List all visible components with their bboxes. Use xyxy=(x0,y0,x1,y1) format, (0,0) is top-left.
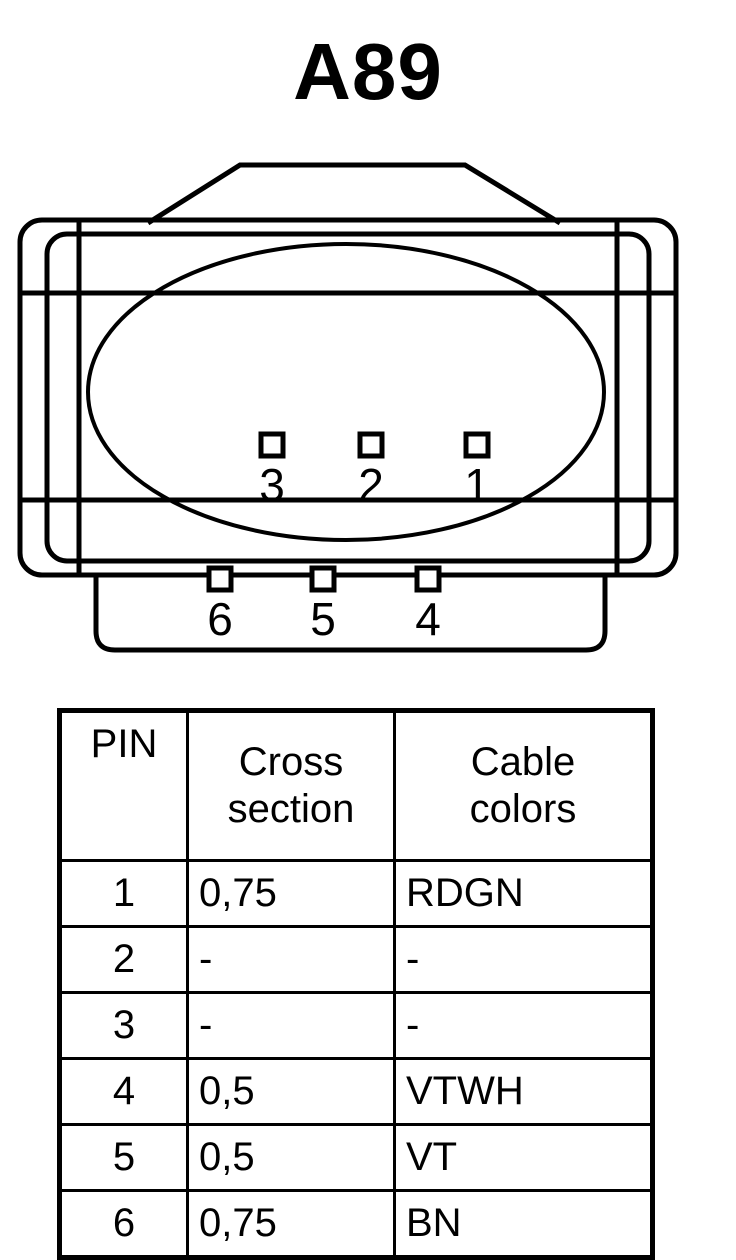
cell-cable-colors: VTWH xyxy=(393,1057,654,1126)
pin-number-label-1: 1 xyxy=(464,459,490,511)
cell-cable-colors: VT xyxy=(393,1123,654,1192)
connector-svg: 1 2 3 4 5 6 xyxy=(17,162,679,653)
cell-cable-colors: - xyxy=(393,991,654,1060)
connector-outer-body xyxy=(17,217,679,578)
column-header-cross-section: Cross section xyxy=(186,709,396,862)
pins-group: 1 2 3 4 5 6 xyxy=(206,431,491,645)
cell-cross-section: 0,5 xyxy=(186,1057,396,1126)
connector-diagram: 1 2 3 4 5 6 xyxy=(0,145,736,665)
cell-cross-section: - xyxy=(186,925,396,994)
pin-1: 1 xyxy=(463,431,491,511)
pin-6: 6 xyxy=(206,565,234,645)
cell-pin: 3 xyxy=(58,991,189,1060)
pin-number-label-6: 6 xyxy=(207,593,233,645)
cell-cable-colors: RDGN xyxy=(393,859,654,928)
pin-socket-square-4 xyxy=(414,565,442,593)
cell-cable-colors: BN xyxy=(393,1189,654,1259)
pin-3: 3 xyxy=(258,431,286,511)
cell-pin: 5 xyxy=(58,1123,189,1192)
cell-cross-section: 0,5 xyxy=(186,1123,396,1192)
cell-cross-section: - xyxy=(186,991,396,1060)
pin-socket-square-2 xyxy=(357,431,385,459)
pin-2: 2 xyxy=(357,431,385,511)
pin-4: 4 xyxy=(414,565,442,645)
connector-oval-cavity xyxy=(86,242,606,542)
pin-number-label-4: 4 xyxy=(415,593,441,645)
column-header-cable-colors: Cable colors xyxy=(393,709,654,862)
pin-socket-square-3 xyxy=(258,431,286,459)
column-header-pin: PIN xyxy=(58,709,189,862)
cell-cross-section: 0,75 xyxy=(186,1189,396,1259)
cell-cable-colors: - xyxy=(393,925,654,994)
pinout-table-head: PIN Cross section Cable colors xyxy=(58,709,654,862)
cell-pin: 6 xyxy=(58,1189,189,1259)
table-row: 2-- xyxy=(58,925,654,994)
cell-pin: 1 xyxy=(58,859,189,928)
connector-latch-trapezoid xyxy=(146,162,562,226)
pin-socket-square-5 xyxy=(309,565,337,593)
pin-socket-square-1 xyxy=(463,431,491,459)
pin-number-label-3: 3 xyxy=(259,459,285,511)
connector-bottom-tab xyxy=(93,575,608,653)
pin-number-label-2: 2 xyxy=(358,459,384,511)
pin-number-label-5: 5 xyxy=(310,593,336,645)
table-row: 3-- xyxy=(58,991,654,1060)
page-title: A89 xyxy=(293,27,443,116)
table-header-row: PIN Cross section Cable colors xyxy=(58,709,654,862)
cell-pin: 2 xyxy=(58,925,189,994)
pin-5: 5 xyxy=(309,565,337,645)
cell-pin: 4 xyxy=(58,1057,189,1126)
title-area: A89 xyxy=(0,0,736,140)
connector-inner-body xyxy=(44,231,652,564)
cell-cross-section: 0,75 xyxy=(186,859,396,928)
pin-socket-square-6 xyxy=(206,565,234,593)
